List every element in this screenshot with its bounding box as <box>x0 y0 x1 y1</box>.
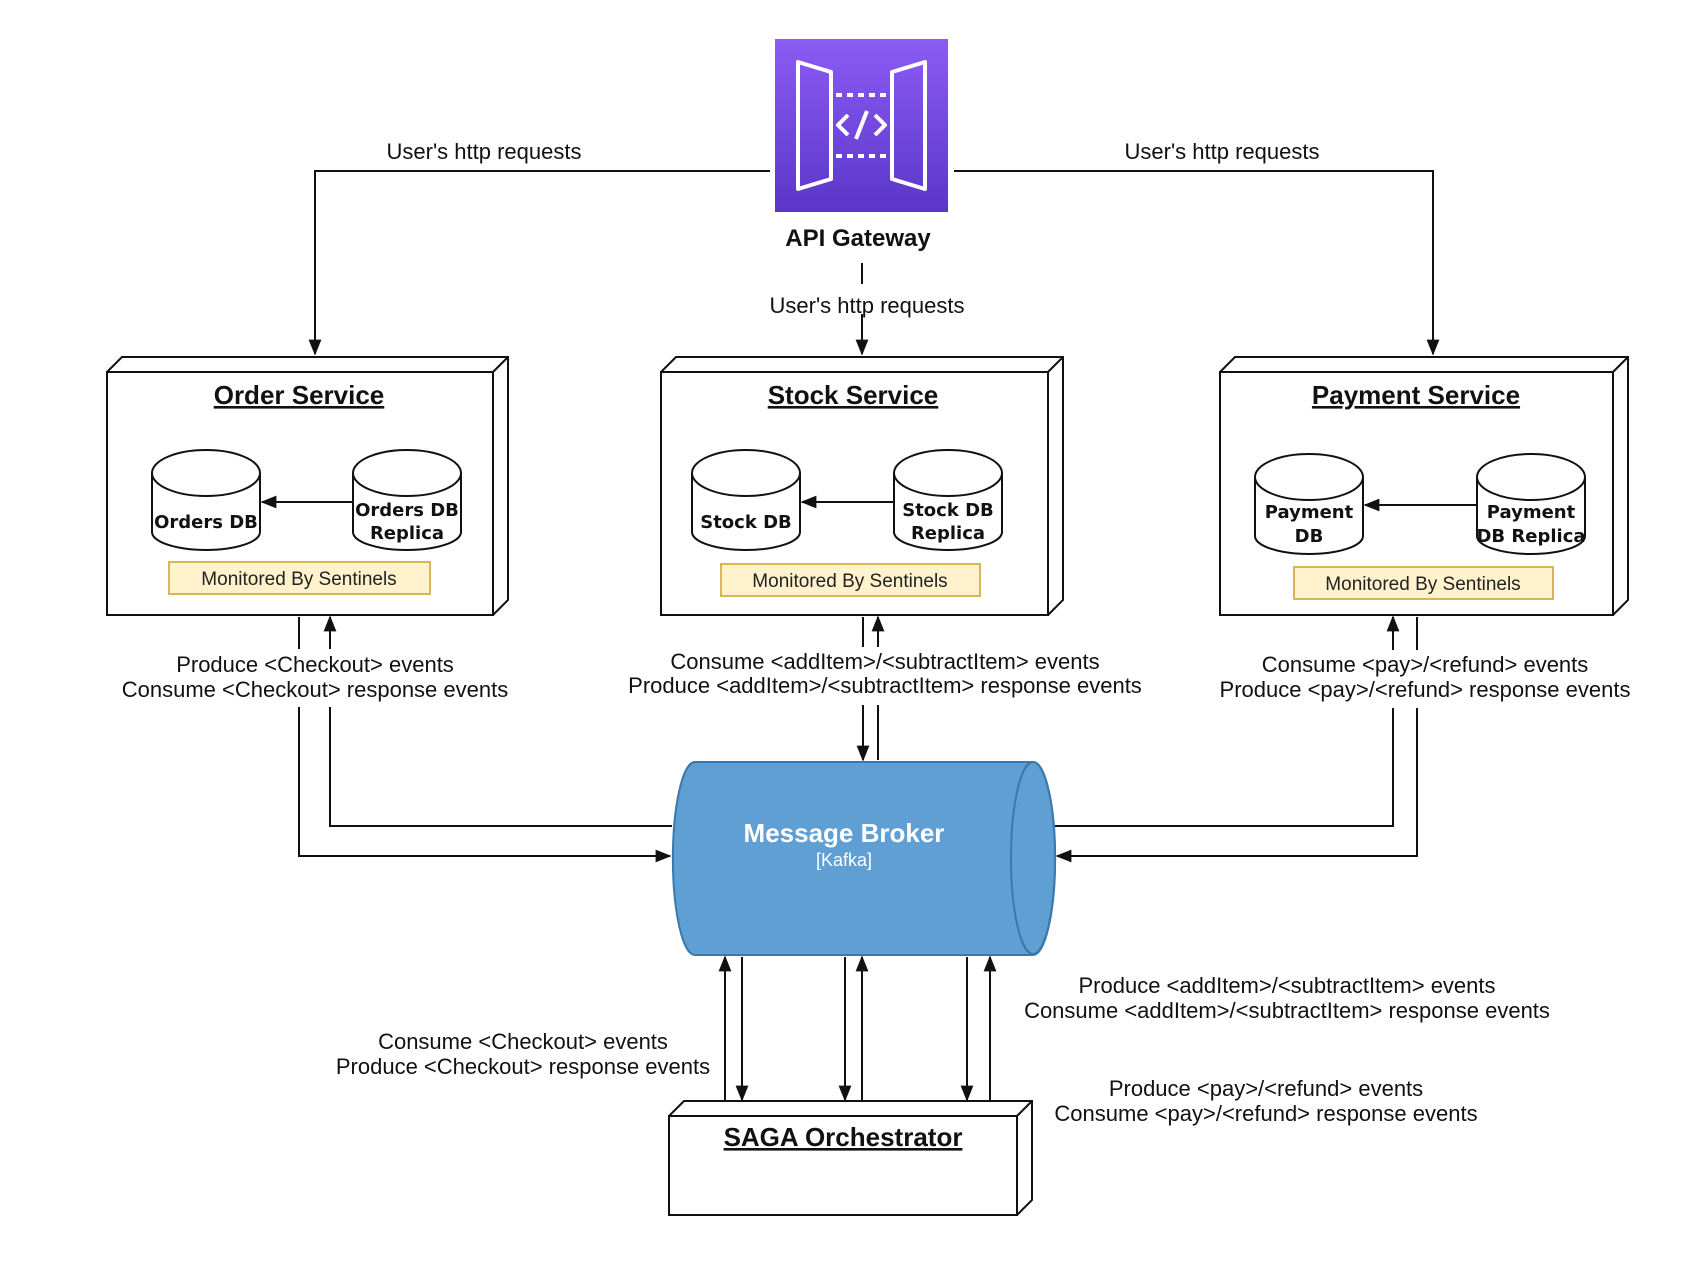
order-service-title: Order Service <box>214 380 385 410</box>
saga-orchestrator-title: SAGA Orchestrator <box>724 1122 963 1152</box>
message-broker: Message Broker [Kafka] <box>671 761 1057 956</box>
stock-broker-edge-label-2: Produce <addItem>/<subtractItem> respons… <box>628 673 1142 698</box>
payment-db-label-2: DB <box>1295 526 1324 547</box>
saga-checkout-edge-label-1: Consume <Checkout> events <box>378 1029 668 1054</box>
payment-sentinel-label: Monitored By Sentinels <box>1325 574 1520 595</box>
service-broker-edges: Produce <Checkout> events Consume <Check… <box>120 615 1631 863</box>
stock-db-replica-label-2: Replica <box>911 523 985 544</box>
order-sentinel-label: Monitored By Sentinels <box>201 569 396 590</box>
edge-label-gateway-stock: User's http requests <box>770 293 965 318</box>
payment-db: Payment DB <box>1254 453 1364 555</box>
stock-db-replica-label-1: Stock DB <box>902 500 994 521</box>
orders-db-replica: Orders DB Replica <box>352 449 462 551</box>
message-broker-subtitle: [Kafka] <box>816 850 872 870</box>
broker-saga-edges: Consume <Checkout> events Produce <Check… <box>336 955 1550 1126</box>
api-gateway: API Gateway <box>775 39 948 252</box>
gateway-edges: User's http requests User's http request… <box>308 139 1440 356</box>
stock-sentinel-badge <box>720 563 981 597</box>
saga-checkout-edge-label-2: Produce <Checkout> response events <box>336 1054 710 1079</box>
payment-db-replica: Payment DB Replica <box>1476 453 1586 555</box>
payment-service-node: Payment Service Payment DB Payment DB Re… <box>1219 356 1629 616</box>
saga-stock-edge-label-1: Produce <addItem>/<subtractItem> events <box>1078 973 1495 998</box>
stock-service-node: Stock Service Stock DB Stock DB Replica … <box>660 356 1064 616</box>
order-broker-edge-label-2: Consume <Checkout> response events <box>122 677 508 702</box>
stock-broker-edge-label-1: Consume <addItem>/<subtractItem> events <box>670 649 1099 674</box>
payment-broker-edge-label-1: Consume <pay>/<refund> events <box>1262 652 1589 677</box>
saga-orchestrator-node: SAGA Orchestrator <box>668 1100 1033 1216</box>
api-gateway-label: API Gateway <box>785 225 931 252</box>
payment-db-replica-label-1: Payment <box>1487 502 1576 523</box>
stock-db-label: Stock DB <box>700 512 792 533</box>
stock-sentinel-label: Monitored By Sentinels <box>752 571 947 592</box>
stock-db: Stock DB <box>691 449 801 551</box>
payment-db-replica-label-2: DB Replica <box>1476 526 1585 547</box>
orders-db-replica-label-1: Orders DB <box>355 500 459 521</box>
order-broker-edge-label-1: Produce <Checkout> events <box>176 652 454 677</box>
saga-payment-edge-label-1: Produce <pay>/<refund> events <box>1109 1076 1423 1101</box>
order-sentinel-badge <box>168 561 431 595</box>
message-broker-title: Message Broker <box>744 818 945 848</box>
orders-db-replica-label-2: Replica <box>370 523 444 544</box>
orders-db-label: Orders DB <box>154 512 258 533</box>
saga-payment-edge-label-2: Consume <pay>/<refund> response events <box>1054 1101 1477 1126</box>
payment-broker-edge-label-2: Produce <pay>/<refund> response events <box>1220 677 1631 702</box>
payment-service-title: Payment Service <box>1312 380 1520 410</box>
stock-db-replica: Stock DB Replica <box>893 449 1003 551</box>
payment-db-label-1: Payment <box>1265 502 1354 523</box>
saga-stock-edge-label-2: Consume <addItem>/<subtractItem> respons… <box>1024 998 1550 1023</box>
edge-label-gateway-order: User's http requests <box>387 139 582 164</box>
orders-db: Orders DB <box>151 449 261 551</box>
stock-service-title: Stock Service <box>768 380 939 410</box>
edge-label-gateway-payment: User's http requests <box>1125 139 1320 164</box>
order-service-node: Order Service Orders DB Orders DB Replic… <box>106 356 509 616</box>
payment-sentinel-badge <box>1293 566 1554 600</box>
